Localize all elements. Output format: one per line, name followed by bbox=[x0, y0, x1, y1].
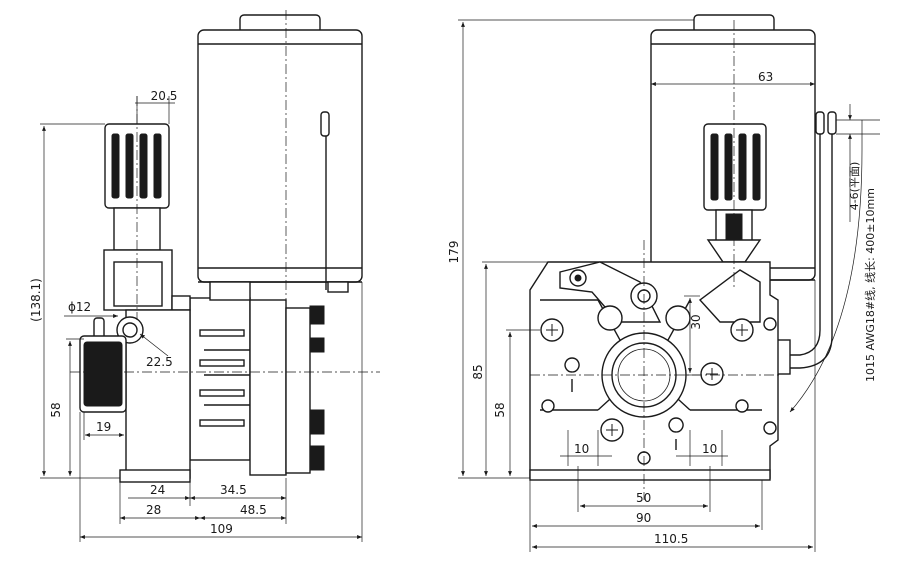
dim-side-offset: 22.5 bbox=[146, 355, 173, 369]
front-tension-knob bbox=[703, 123, 767, 263]
dim-front-w63: 63 bbox=[758, 70, 773, 84]
dim-side-hole-dia: ϕ12 bbox=[68, 300, 91, 314]
side-gearbox bbox=[189, 281, 349, 476]
dim-side-w109: 109 bbox=[210, 522, 233, 536]
dim-side-height-58: 58 bbox=[49, 402, 63, 417]
side-bracket bbox=[79, 309, 191, 483]
side-motor bbox=[197, 14, 363, 290]
dim-front-w10-left: 10 bbox=[574, 442, 589, 456]
side-dimensions: (138.1) 20.5 ϕ12 22.5 58 19 24 34.5 bbox=[29, 89, 363, 542]
dim-front-h30: 30 bbox=[689, 314, 703, 329]
dim-front-height-85: 85 bbox=[471, 364, 485, 379]
front-cable-note: 1015 AWG18#线, 线长: 400±10mm bbox=[863, 188, 877, 382]
dim-side-w28: 28 bbox=[146, 503, 161, 517]
front-screws bbox=[540, 317, 777, 465]
dim-side-w48-5: 48.5 bbox=[240, 503, 267, 517]
side-tension-knob bbox=[103, 123, 191, 311]
dim-front-w90: 90 bbox=[636, 511, 651, 525]
dim-side-w24: 24 bbox=[150, 483, 165, 497]
dim-front-height-179: 179 bbox=[447, 241, 461, 264]
front-plate bbox=[529, 261, 779, 481]
front-view: 179 85 58 63 30 10 10 50 bbox=[447, 14, 880, 552]
dim-front-height-58: 58 bbox=[493, 402, 507, 417]
dim-front-w10-right: 10 bbox=[702, 442, 717, 456]
front-dimensions: 179 85 58 63 30 10 10 50 bbox=[447, 19, 880, 552]
dim-side-w34-5: 34.5 bbox=[220, 483, 247, 497]
side-view: (138.1) 20.5 ϕ12 22.5 58 19 24 34.5 bbox=[29, 10, 380, 542]
dim-front-w50: 50 bbox=[636, 491, 651, 505]
dim-side-width-top: 20.5 bbox=[151, 89, 178, 103]
dim-side-height-total: (138.1) bbox=[29, 278, 43, 322]
dim-front-wire-gap: 4-6(平面) bbox=[848, 162, 861, 211]
dim-front-w110-5: 110.5 bbox=[654, 532, 688, 546]
dim-side-width-19: 19 bbox=[96, 420, 111, 434]
